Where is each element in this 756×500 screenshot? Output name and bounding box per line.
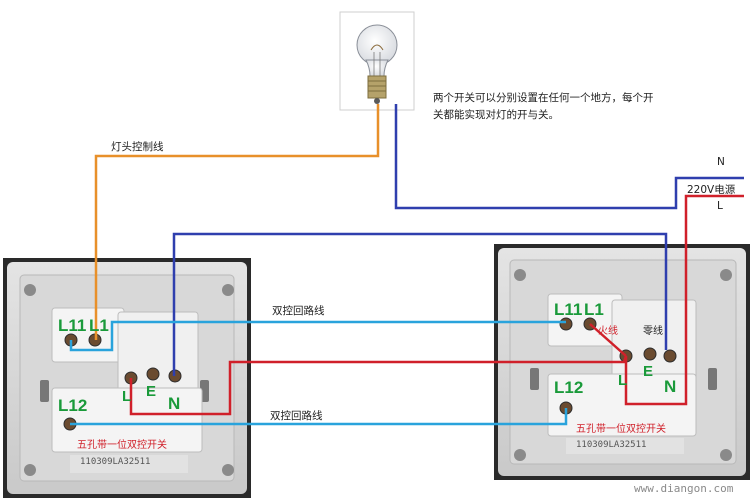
loop-wire-bottom <box>70 408 568 426</box>
live-supply-wire <box>624 194 744 406</box>
right-l11-label: L11 <box>554 300 583 319</box>
right-l12-label: L12 <box>554 378 584 397</box>
left-socket-l-label: L <box>122 388 132 405</box>
loop-line-bottom-label: 双控回路线 <box>270 410 323 422</box>
description-line-1: 两个开关可以分别设置在任何一个地方，每个开 <box>433 92 654 104</box>
supply-label: 220V电源 <box>687 184 736 196</box>
right-socket-l-label: L <box>618 372 628 389</box>
lamp-control-wire <box>94 104 380 340</box>
left-model-number: 110309LA32511 <box>80 457 151 467</box>
neutral-label: N <box>717 156 725 168</box>
description-text: 两个开关可以分别设置在任何一个地方，每个开 关都能实现对灯的开与关。 <box>433 90 665 124</box>
right-l1-label: L1 <box>584 300 604 319</box>
description-line-2: 关都能实现对灯的开与关。 <box>433 109 559 121</box>
live-label: L <box>717 200 723 212</box>
lamp-neutral-wire <box>394 104 744 210</box>
light-bulb <box>339 11 415 111</box>
left-l12-label: L12 <box>58 396 88 415</box>
loop-wire-top <box>69 320 566 352</box>
right-product-label: 五孔带一位双控开关 <box>576 424 666 435</box>
left-socket-e-label: E <box>146 383 157 400</box>
left-product-label: 五孔带一位双控开关 <box>77 440 167 451</box>
live-wire-label: 火线 <box>598 326 618 337</box>
left-socket-n-label: N <box>168 394 181 413</box>
neutral-wire-label: 零线 <box>643 326 663 337</box>
left-l11-label: L11 <box>58 316 87 335</box>
right-socket-e-label: E <box>643 363 654 380</box>
right-socket-n-label: N <box>664 377 677 396</box>
watermark: www.diangon.com <box>634 482 734 495</box>
lamp-control-line-label: 灯头控制线 <box>111 141 164 153</box>
neutral-link-wire <box>172 232 668 376</box>
left-switch-plate <box>3 258 251 498</box>
loop-line-top-label: 双控回路线 <box>272 305 325 317</box>
live-link-wire <box>129 355 628 416</box>
left-l1-label: L1 <box>89 316 109 335</box>
right-model-number: 110309LA32511 <box>576 440 647 450</box>
live-jumper-wire <box>589 323 627 357</box>
